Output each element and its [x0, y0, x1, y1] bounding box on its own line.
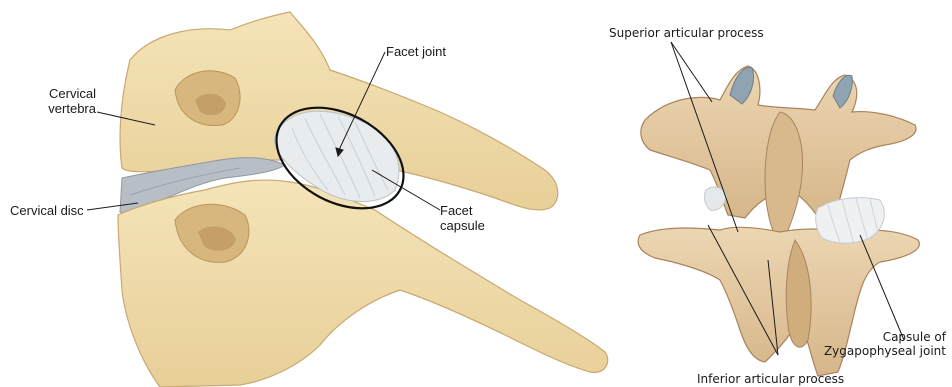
- cervical-vertebrae-lateral-view: [118, 12, 608, 387]
- label-superior-articular-process: Superior articular process: [609, 26, 764, 40]
- label-capsule-line1: Capsule of: [820, 330, 946, 344]
- label-facet-capsule: Facet capsule: [440, 203, 485, 233]
- label-cervical-disc: Cervical disc: [10, 203, 84, 218]
- label-inferior-articular-process: Inferior articular process: [697, 372, 844, 386]
- spinous-process: [765, 112, 803, 245]
- label-facet-joint: Facet joint: [386, 44, 446, 59]
- label-facet-capsule-line1: Facet: [440, 203, 485, 218]
- label-cervical-vertebra-line2: vertebra: [32, 101, 96, 116]
- label-cervical-vertebra-line1: Cervical: [32, 86, 96, 101]
- label-cervical-vertebra: Cervical vertebra: [32, 86, 96, 116]
- label-capsule-line2: Zygapophyseal joint: [820, 344, 946, 358]
- label-facet-capsule-line2: capsule: [440, 218, 485, 233]
- label-capsule-zygapophyseal: Capsule of Zygapophyseal joint: [820, 330, 946, 358]
